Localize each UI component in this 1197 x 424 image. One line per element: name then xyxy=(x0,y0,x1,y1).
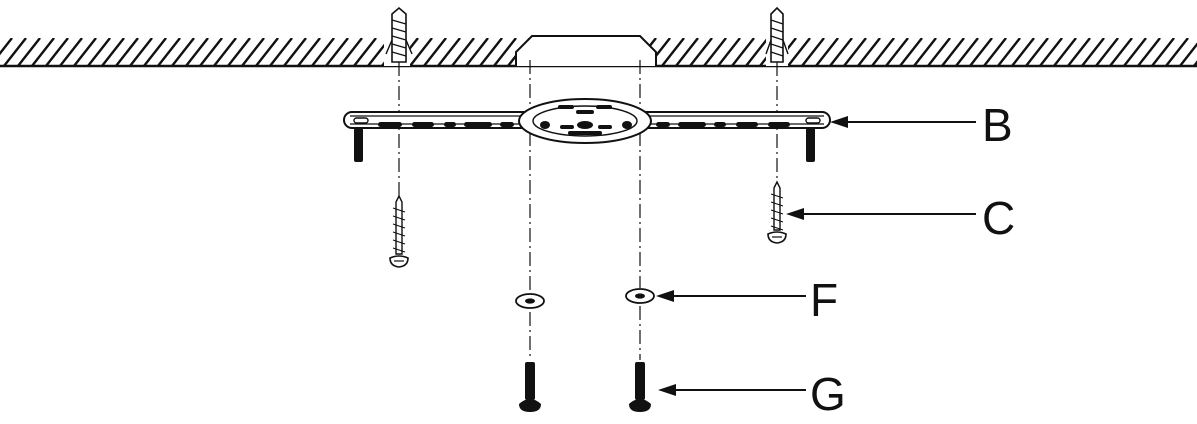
machine-screw-left xyxy=(519,362,541,412)
label-g: G xyxy=(810,368,846,420)
callout-arrow-f xyxy=(656,290,806,302)
label-c: C xyxy=(982,192,1015,244)
washer-left xyxy=(515,293,545,309)
label-b: B xyxy=(982,99,1013,151)
junction-box xyxy=(515,35,657,66)
wall-anchor-left xyxy=(384,6,413,66)
wood-screw-left xyxy=(389,194,409,268)
callout-arrow-g xyxy=(658,384,806,396)
wall-anchor-right xyxy=(765,6,789,66)
label-f: F xyxy=(810,274,838,326)
callout-arrow-b xyxy=(830,116,976,128)
mounting-bracket xyxy=(343,98,831,162)
wood-screw-right xyxy=(767,180,787,244)
machine-screw-right xyxy=(629,362,651,412)
washer-right xyxy=(625,288,655,304)
callout-arrow-c xyxy=(786,208,976,220)
